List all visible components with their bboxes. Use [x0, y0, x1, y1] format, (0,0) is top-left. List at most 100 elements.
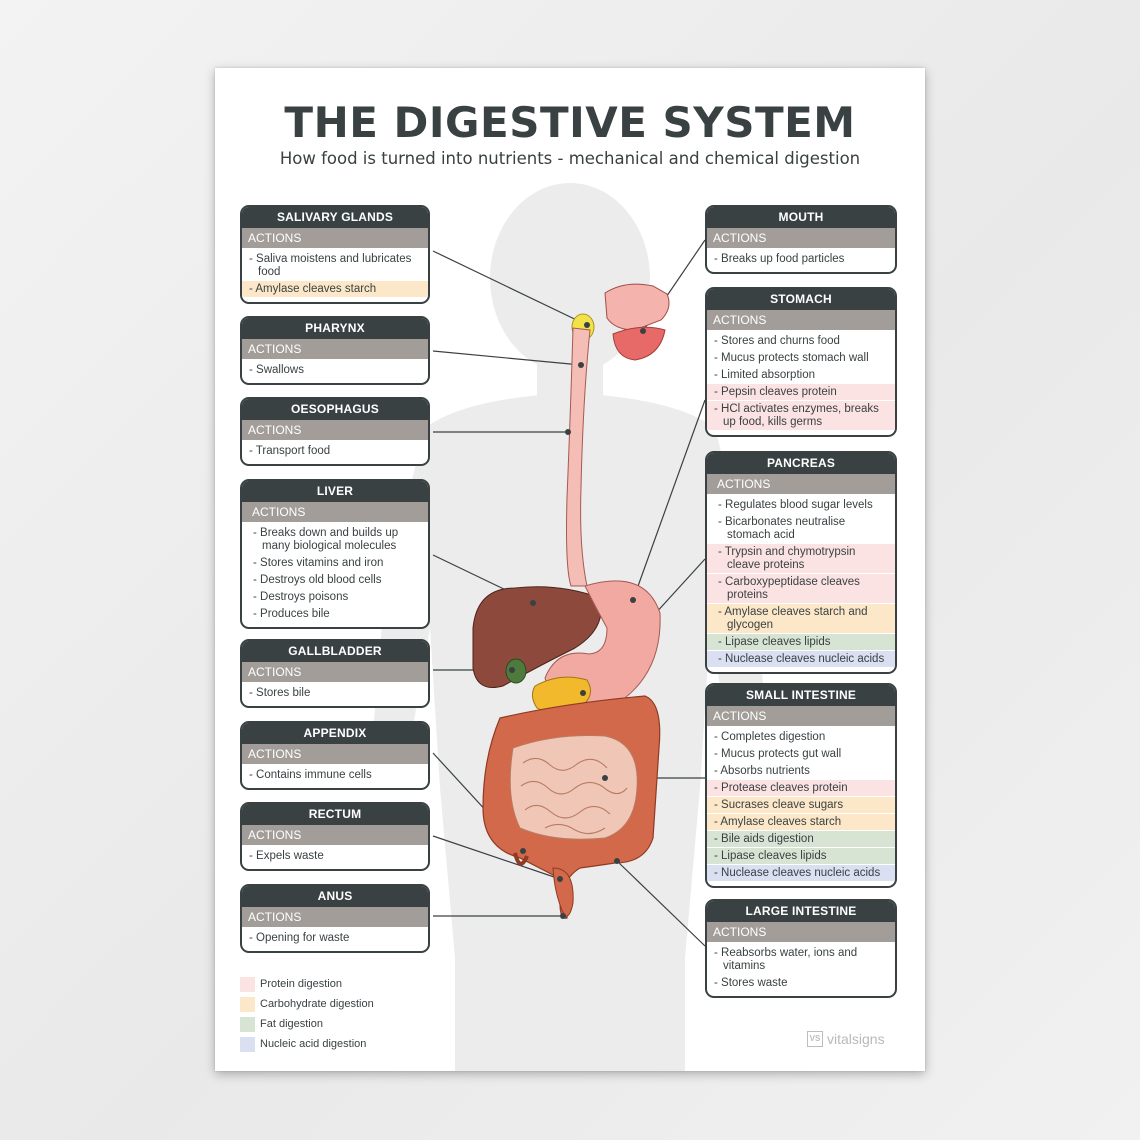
- action-item: - Sucrases cleave sugars: [707, 797, 895, 813]
- action-item: - Protease cleaves protein: [707, 780, 895, 796]
- panel-title: GALLBLADDER: [242, 641, 428, 662]
- panel-title: ANUS: [242, 886, 428, 907]
- actions-list: - Completes digestion - Mucus protects gu…: [707, 726, 895, 886]
- panel-title: MOUTH: [707, 207, 895, 228]
- actions-label: ACTIONS: [242, 825, 428, 845]
- action-item: - Bicarbonates neutralise stomach acid: [718, 516, 846, 541]
- panel-title: LIVER: [242, 481, 428, 502]
- actions-list: - Opening for waste: [242, 927, 428, 951]
- actions-label: ACTIONS: [242, 228, 428, 248]
- actions-list: - Stores and churns food- Mucus protects…: [707, 330, 895, 435]
- actions-label: ACTIONS: [707, 706, 895, 726]
- actions-list: - Swallows: [242, 359, 428, 383]
- panel-title: APPENDIX: [242, 723, 428, 744]
- panel-title: LARGE INTESTINE: [707, 901, 895, 922]
- actions-label: ACTIONS: [242, 744, 428, 764]
- legend-item: Fat digestion: [240, 1014, 374, 1034]
- panel-title: PANCREAS: [707, 453, 895, 474]
- color-legend: Protein digestion Carbohydrate digestion…: [240, 974, 374, 1054]
- action-item: - Opening for waste: [249, 932, 350, 944]
- anatomy-illustration: [370, 183, 770, 1071]
- action-item: - Regulates blood sugar levels: [718, 499, 873, 511]
- actions-list: - Saliva moistens and lubricates food - A…: [242, 248, 428, 302]
- action-item: - Pepsin cleaves protein: [707, 384, 895, 400]
- pharynx-panel: PHARYNX ACTIONS - Swallows: [240, 316, 430, 385]
- action-item: - Trypsin and chymotrypsin cleave protei…: [707, 544, 895, 573]
- panel-title: RECTUM: [242, 804, 428, 825]
- action-item: - Reabsorbs water, ions and vitamins: [714, 947, 858, 972]
- action-item: - Lipase cleaves lipids: [707, 848, 895, 864]
- action-item: - Stores and churns food: [714, 335, 840, 347]
- actions-list: - Transport food: [242, 440, 428, 464]
- action-item: - Breaks down and builds up many biologi…: [253, 527, 399, 552]
- panel-title: SALIVARY GLANDS: [242, 207, 428, 228]
- connector-dots: [509, 322, 646, 919]
- actions-list: - Regulates blood sugar levels - Bicarbon…: [707, 494, 895, 672]
- gallbladder-panel: GALLBLADDER ACTIONS - Stores bile: [240, 639, 430, 708]
- action-item: - Destroys old blood cells: [253, 574, 382, 586]
- poster-title: THE DIGESTIVE SYSTEM: [284, 98, 856, 147]
- action-item: - Saliva moistens and lubricates food: [249, 253, 412, 278]
- action-item: - Completes digestion: [714, 731, 826, 743]
- pancreas-panel: PANCREAS ACTIONS - Regulates blood sugar…: [705, 451, 897, 674]
- legend-label: Protein digestion: [260, 978, 342, 990]
- actions-list: - Stores bile: [242, 682, 428, 706]
- legend-label: Carbohydrate digestion: [260, 998, 374, 1010]
- mouth-panel: MOUTH ACTIONS - Breaks up food particles: [705, 205, 897, 274]
- actions-label: ACTIONS: [707, 228, 895, 248]
- legend-item: Protein digestion: [240, 974, 374, 994]
- brand-watermark: VS vitalsigns: [807, 1031, 885, 1047]
- legend-swatch: [240, 976, 255, 992]
- action-item: - Carboxypeptidase cleaves proteins: [707, 574, 895, 603]
- action-item: - Amylase cleaves starch: [707, 814, 895, 830]
- legend-swatch: [240, 996, 255, 1012]
- small-intestine-panel: SMALL INTESTINE ACTIONS - Completes dige…: [705, 683, 897, 888]
- actions-label: ACTIONS: [707, 922, 895, 942]
- legend-swatch: [240, 1016, 255, 1032]
- vitalsigns-logo-icon: VS: [807, 1031, 823, 1047]
- panel-title: SMALL INTESTINE: [707, 685, 895, 706]
- action-item: - Stores waste: [714, 977, 788, 989]
- actions-list: - Contains immune cells: [242, 764, 428, 788]
- actions-label: ACTIONS: [707, 474, 895, 494]
- action-item: - Bile aids digestion: [707, 831, 895, 847]
- rectum-panel: RECTUM ACTIONS - Expels waste: [240, 802, 430, 871]
- action-item: - Amylase cleaves starch and glycogen: [707, 604, 895, 633]
- actions-list: - Reabsorbs water, ions and vitamins - St…: [707, 942, 895, 996]
- actions-label: ACTIONS: [707, 310, 895, 330]
- action-item: - Stores vitamins and iron: [253, 557, 384, 569]
- action-item: - HCl activates enzymes, breaks up food,…: [707, 401, 895, 430]
- action-item: - Contains immune cells: [249, 769, 372, 781]
- actions-list: - Expels waste: [242, 845, 428, 869]
- action-item: - Absorbs nutrients: [714, 765, 810, 777]
- action-item: - Mucus protects gut wall: [714, 748, 842, 760]
- appendix-panel: APPENDIX ACTIONS - Contains immune cells: [240, 721, 430, 790]
- salivary-glands-panel: SALIVARY GLANDS ACTIONS - Saliva moisten…: [240, 205, 430, 304]
- legend-item: Carbohydrate digestion: [240, 994, 374, 1014]
- actions-label: ACTIONS: [242, 420, 428, 440]
- action-item: - Stores bile: [249, 687, 311, 699]
- panel-title: OESOPHAGUS: [242, 399, 428, 420]
- action-item: - Breaks up food particles: [714, 253, 845, 265]
- legend-label: Nucleic acid digestion: [260, 1038, 367, 1050]
- action-item: - Expels waste: [249, 850, 324, 862]
- action-item: - Transport food: [249, 445, 331, 457]
- large-intestine-panel: LARGE INTESTINE ACTIONS - Reabsorbs wate…: [705, 899, 897, 998]
- poster: THE DIGESTIVE SYSTEM How food is turned …: [215, 68, 925, 1071]
- action-item: - Lipase cleaves lipids: [707, 634, 895, 650]
- action-item: - Amylase cleaves starch: [242, 281, 428, 297]
- legend-item: Nucleic acid digestion: [240, 1034, 374, 1054]
- anus-panel: ANUS ACTIONS - Opening for waste: [240, 884, 430, 953]
- actions-list: - Breaks up food particles: [707, 248, 895, 272]
- actions-list: - Breaks down and builds up many biologi…: [242, 522, 428, 627]
- legend-label: Fat digestion: [260, 1018, 323, 1030]
- actions-label: ACTIONS: [242, 502, 428, 522]
- action-item: - Nuclease cleaves nucleic acids: [707, 651, 895, 667]
- panel-title: STOMACH: [707, 289, 895, 310]
- panel-title: PHARYNX: [242, 318, 428, 339]
- stomach-panel: STOMACH ACTIONS - Stores and churns food…: [705, 287, 897, 437]
- action-item: - Nuclease cleaves nucleic acids: [707, 865, 895, 881]
- action-item: - Swallows: [249, 364, 304, 376]
- actions-label: ACTIONS: [242, 662, 428, 682]
- actions-label: ACTIONS: [242, 339, 428, 359]
